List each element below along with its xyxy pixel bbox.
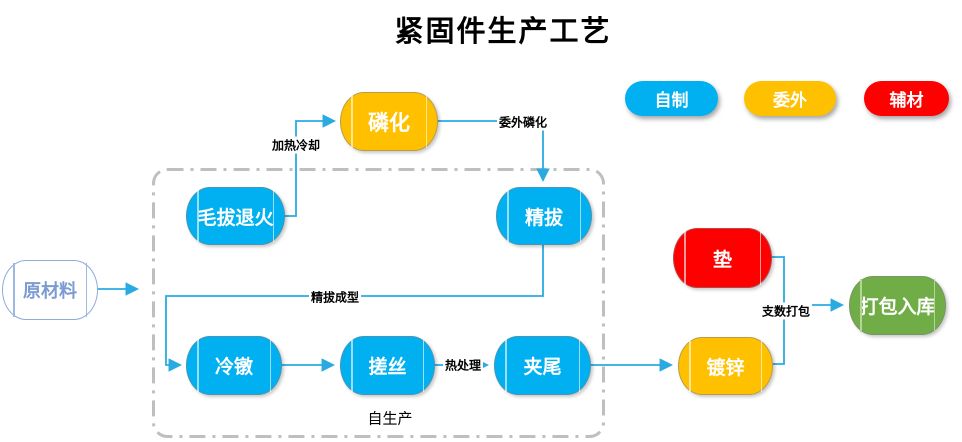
self-production-group-label: 自生产: [367, 410, 413, 428]
self-production-group-border: [152, 168, 605, 438]
page-title: 紧固件生产工艺: [394, 16, 612, 48]
edge-label-count-packing: 支数打包: [759, 302, 813, 320]
node-phosphating-label: 磷化: [368, 111, 410, 135]
legend-self-made-label: 自制: [654, 91, 689, 110]
node-cold-heading: 冷镦: [186, 336, 282, 395]
edge-label-heat-treatment: 热处理: [442, 356, 484, 374]
node-cold-heading-label: 冷镦: [214, 357, 253, 378]
legend-self-made: 自制: [625, 81, 718, 116]
node-raw-material: 原材料: [2, 260, 98, 320]
node-packing-warehousing: 打包入库: [849, 276, 946, 335]
edge-label-outsourced-phosphating: 委外磷化: [496, 113, 550, 131]
node-raw-material-label: 原材料: [23, 281, 77, 301]
node-tail-clamping-label: 夹尾: [523, 357, 562, 378]
node-rough-draw-annealing: 毛拔退火: [186, 187, 285, 245]
node-washer: 垫: [673, 228, 772, 288]
node-phosphating: 磷化: [340, 92, 438, 151]
legend-outsourced-label: 委外: [773, 91, 807, 110]
legend-auxiliary: 辅材: [864, 81, 949, 116]
legend-outsourced: 委外: [744, 81, 836, 116]
node-tail-clamping: 夹尾: [494, 336, 591, 395]
edge-label-fine-draw-forming: 精拔成型: [308, 288, 362, 306]
edge-fine-drawing-to-cold-heading: [165, 243, 544, 372]
node-galvanizing-label: 镀锌: [706, 357, 745, 379]
node-thread-rolling-label: 搓丝: [368, 357, 407, 378]
edge-annealing-to-phosphating: [283, 114, 337, 217]
node-galvanizing: 镀锌: [678, 337, 773, 395]
node-fine-drawing-label: 精拔: [524, 207, 563, 229]
node-rough-draw-annealing-label: 毛拔退火: [197, 207, 274, 229]
node-fine-drawing: 精拔: [496, 187, 592, 245]
node-thread-rolling: 搓丝: [340, 336, 435, 395]
node-washer-label: 垫: [712, 249, 732, 271]
edge-label-heating-cooling: 加热冷却: [269, 136, 323, 154]
legend-auxiliary-label: 辅材: [889, 91, 924, 110]
node-packing-warehousing-label: 打包入库: [859, 297, 936, 318]
